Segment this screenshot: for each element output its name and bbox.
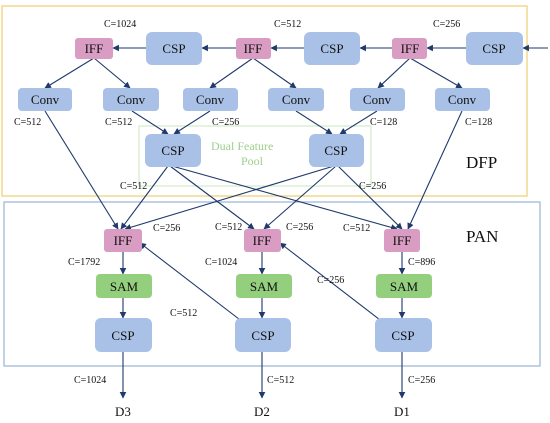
svg-text:CSP: CSP: [482, 41, 505, 56]
pan-region: [3, 201, 541, 367]
label-iff2-out: C=1024: [205, 257, 237, 268]
svg-text:Conv: Conv: [448, 92, 477, 107]
label-skip1: C=512: [170, 308, 197, 319]
label-out3: C=256: [408, 375, 435, 386]
svg-text:CSP: CSP: [324, 143, 347, 158]
label-conv3: C=256: [212, 117, 239, 128]
edge-iff1-to-conv2: [93, 57, 131, 89]
pool-label-line2: Pool: [241, 154, 264, 168]
label-out2: C=512: [267, 375, 294, 386]
edge-pool-csp2-to-iff-pan1: [124, 165, 335, 231]
label-iff1-in: C=256: [153, 223, 180, 234]
iff-top-2: IFF: [236, 38, 271, 59]
edge-csp-bot2-to-iff-pan1: [139, 242, 249, 327]
pan-label: PAN: [466, 227, 498, 246]
edge-conv3-to-pool-csp1: [173, 110, 211, 135]
edge-iff1-to-conv1: [44, 57, 95, 89]
edge-pool-csp2-to-iff-pan2: [263, 165, 337, 230]
svg-text:SAM: SAM: [390, 279, 419, 294]
conv-6: Conv: [435, 88, 490, 111]
edge-conv5-to-pool-csp2: [339, 110, 378, 135]
conv-1: Conv: [18, 88, 72, 111]
svg-text:IFF: IFF: [244, 41, 263, 56]
svg-text:IFF: IFF: [393, 233, 412, 248]
svg-text:Conv: Conv: [117, 92, 146, 107]
output-d1: D1: [394, 404, 410, 419]
conv-3: Conv: [183, 88, 238, 111]
svg-text:CSP: CSP: [161, 143, 184, 158]
csp-top-3: CSP: [466, 32, 523, 65]
edge-conv6-to-iff-pan3: [407, 110, 463, 230]
iff-pan-1: IFF: [104, 229, 142, 252]
svg-text:IFF: IFF: [85, 41, 104, 56]
label-c512-top: C=512: [274, 19, 301, 30]
svg-text:IFF: IFF: [401, 41, 420, 56]
iff-top-3: IFF: [392, 38, 427, 59]
label-conv1: C=512: [14, 117, 41, 128]
edge-iff3-to-conv6: [409, 57, 463, 89]
svg-text:SAM: SAM: [250, 279, 279, 294]
label-conv5: C=128: [370, 117, 397, 128]
label-conv6: C=128: [465, 117, 492, 128]
svg-text:IFF: IFF: [253, 233, 272, 248]
svg-text:CSP: CSP: [111, 328, 134, 343]
sam-3: SAM: [376, 274, 432, 298]
svg-text:Conv: Conv: [196, 92, 225, 107]
output-d3: D3: [115, 404, 131, 419]
edge-iff2-to-conv4: [252, 57, 297, 89]
edge-conv4-to-pool-csp2: [295, 110, 333, 135]
dfp-label: DFP: [466, 153, 497, 172]
iff-pan-2: IFF: [244, 229, 281, 252]
iff-pan-3: IFF: [384, 229, 420, 252]
conv-5: Conv: [350, 88, 405, 111]
csp-top-2: CSP: [304, 32, 360, 65]
svg-text:Conv: Conv: [363, 92, 392, 107]
label-skip2: C=256: [317, 275, 344, 286]
svg-text:CSP: CSP: [320, 41, 343, 56]
pool-csp-2: CSP: [309, 134, 364, 167]
edge-pool-csp1-to-iff-pan3: [171, 165, 398, 231]
label-c256-top: C=256: [433, 19, 460, 30]
sam-2: SAM: [236, 274, 292, 298]
label-conv2: C=512: [105, 117, 132, 128]
dual-feature-pool-region: [138, 125, 372, 187]
pool-csp-1: CSP: [145, 134, 201, 167]
svg-text:Conv: Conv: [31, 92, 60, 107]
pool-label-line1: Dual Feature: [211, 139, 273, 153]
csp-top-1: CSP: [146, 32, 202, 65]
edge-pool-csp2-to-iff-pan3: [337, 165, 403, 230]
label-iff3-in: C=512: [343, 223, 370, 234]
conv-2: Conv: [103, 88, 159, 111]
edge-csp-bot3-to-iff-pan2: [279, 242, 389, 327]
label-iff2-in-right: C=256: [286, 222, 313, 233]
csp-bot-3: CSP: [375, 318, 432, 352]
label-iff1-out: C=1792: [68, 257, 100, 268]
svg-text:SAM: SAM: [110, 279, 139, 294]
iff-top-1: IFF: [75, 38, 113, 59]
svg-text:IFF: IFF: [114, 233, 133, 248]
edge-iff2-to-conv3: [209, 57, 254, 89]
label-pool2: C=256: [359, 181, 386, 192]
csp-bot-1: CSP: [95, 318, 152, 352]
label-out1: C=1024: [74, 375, 106, 386]
label-pool1: C=512: [120, 181, 147, 192]
edge-pool-csp1-to-iff-pan2: [169, 165, 255, 230]
sam-1: SAM: [96, 274, 152, 298]
conv-4: Conv: [268, 88, 324, 111]
svg-text:CSP: CSP: [391, 328, 414, 343]
edge-iff3-to-conv5: [377, 57, 411, 89]
csp-bot-2: CSP: [235, 318, 291, 352]
svg-text:Conv: Conv: [282, 92, 311, 107]
edge-conv1-to-iff-pan1: [44, 110, 119, 230]
label-iff2-in-left: C=512: [215, 222, 242, 233]
label-c1024-top: C=1024: [104, 19, 136, 30]
edge-pool-csp1-to-iff-pan1: [120, 165, 169, 230]
label-iff3-out: C=896: [408, 257, 435, 268]
svg-text:CSP: CSP: [162, 41, 185, 56]
dfp-region: [1, 5, 528, 197]
output-d2: D2: [254, 404, 270, 419]
svg-text:CSP: CSP: [251, 328, 274, 343]
edge-conv2-to-pool-csp1: [131, 110, 169, 135]
